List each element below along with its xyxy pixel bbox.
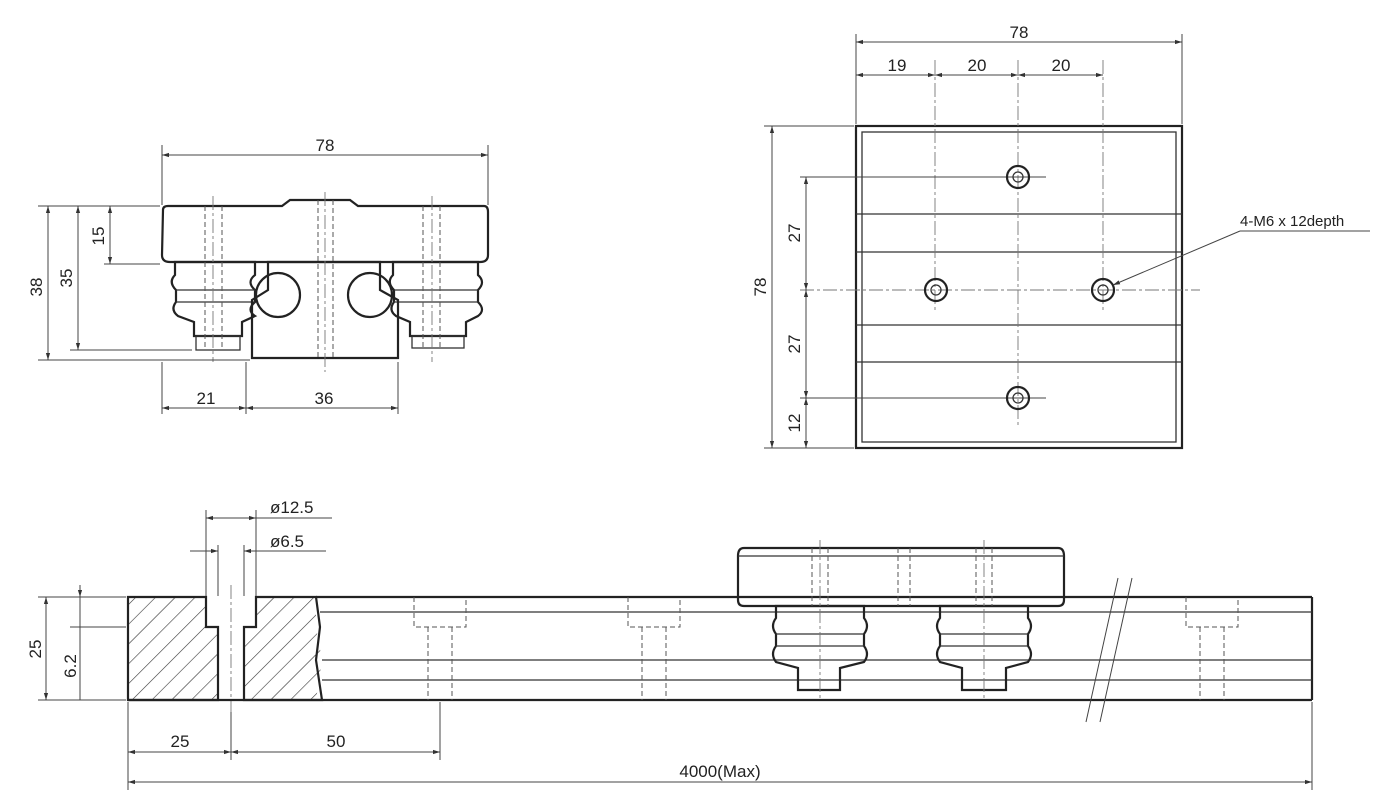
- top-view-centerlines: [800, 60, 1200, 425]
- top-dimensions: 78 19 20 20 78 27 27 12: [751, 23, 1183, 449]
- top-row-c-label: 12: [785, 414, 804, 433]
- front-top-thickness-label: 15: [89, 227, 108, 246]
- front-dimensions: 78 38 35 15 21 36: [27, 136, 489, 414]
- rail-height-label: 25: [26, 640, 45, 659]
- front-width-label: 78: [316, 136, 335, 155]
- right-wheel-stack: [388, 260, 484, 349]
- rail-hidden-holes: [413, 597, 1239, 700]
- rail-cut-section: [126, 585, 324, 712]
- carriage-side: [736, 540, 1066, 700]
- plate-stripes: [856, 213, 1182, 363]
- top-spacing-c-label: 20: [1052, 56, 1071, 75]
- front-height-total-label: 38: [27, 278, 46, 297]
- counterbore-dia-label: ø12.5: [270, 498, 313, 517]
- hole-top: [1005, 164, 1031, 190]
- front-offset-right-label: 36: [315, 389, 334, 408]
- hole-dia-label: ø6.5: [270, 532, 304, 551]
- top-spacing-a-label: 19: [888, 56, 907, 75]
- top-spacing-b-label: 20: [968, 56, 987, 75]
- hole-bottom: [1005, 385, 1031, 411]
- top-height-label: 78: [751, 278, 770, 297]
- top-row-a-label: 27: [785, 224, 804, 243]
- side-dimensions: ø12.5 ø6.5 25 6.2 25 50 4000(Max): [26, 498, 1313, 790]
- rail-body: [128, 595, 1314, 702]
- rail-section: [250, 260, 400, 360]
- end-pitch-label: 25: [171, 732, 190, 751]
- top-width-label: 78: [1010, 23, 1029, 42]
- break-lines: [1085, 577, 1133, 723]
- hole-right: [1090, 277, 1116, 303]
- hole-note-label: 4-M6 x 12depth: [1240, 213, 1344, 230]
- mounting-holes: [923, 164, 1116, 411]
- front-hidden-lines: [204, 192, 441, 372]
- counterbore-depth-label: 6.2: [61, 654, 80, 678]
- top-view: 78 19 20 20 78 27 27 12 4-M6 x 12depth: [751, 23, 1370, 450]
- front-view: 78 38 35 15 21 36: [27, 136, 490, 414]
- hole-callout: 4-M6 x 12depth: [1112, 213, 1370, 286]
- top-row-b-label: 27: [785, 335, 804, 354]
- rail-length-label: 4000(Max): [679, 762, 760, 781]
- front-height-block-label: 35: [57, 269, 76, 288]
- pitch-label: 50: [327, 732, 346, 751]
- carriage-body: [160, 198, 490, 264]
- front-offset-left-label: 21: [197, 389, 216, 408]
- left-wheel-stack: [170, 260, 258, 351]
- hole-left: [923, 277, 949, 303]
- side-view: ø12.5 ø6.5 25 6.2 25 50 4000(Max): [26, 498, 1314, 790]
